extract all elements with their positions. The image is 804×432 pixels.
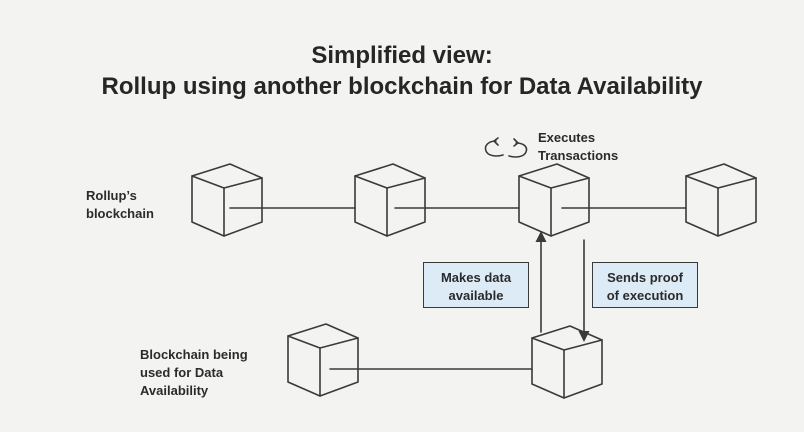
refresh-cycle-icon [484, 137, 528, 158]
diagram-title-line1: Simplified view: [311, 42, 493, 69]
da-blockchain-label: Blockchain being used for Data Availabil… [140, 347, 248, 398]
cube-icon [287, 323, 359, 397]
cube-icon [191, 163, 263, 237]
cube-icon [531, 325, 603, 399]
executes-transactions-label: Executes Transactions [538, 130, 619, 163]
arrow-up-head [535, 231, 547, 242]
cube-icon [518, 163, 590, 237]
makes-data-available-box: Makes data available [423, 262, 529, 308]
diagram-title-line2: Rollup using another blockchain for Data… [101, 73, 703, 100]
rollup-blockchain-label: Rollup’s blockchain [86, 188, 154, 221]
cube-icon [354, 163, 426, 237]
cube-icon [685, 163, 757, 237]
sends-proof-box: Sends proof of execution [592, 262, 698, 308]
